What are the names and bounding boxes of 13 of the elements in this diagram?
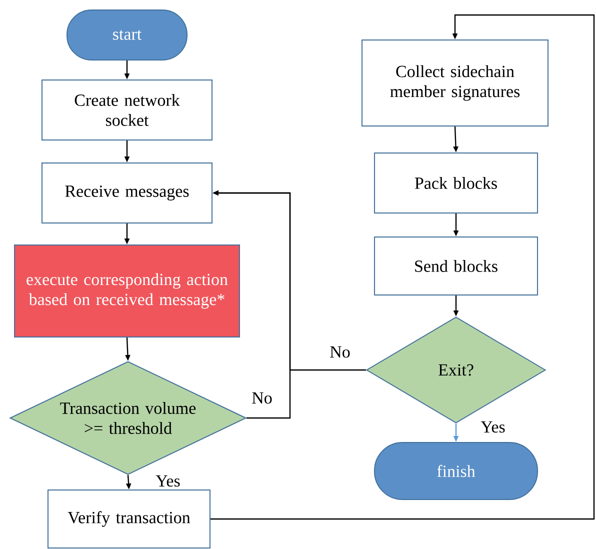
arrow [210, 14, 595, 520]
process-box: Verify transaction [48, 490, 210, 548]
process-box: Collect sidechain member signatures [362, 40, 548, 126]
process-box: Pack blocks [374, 152, 538, 214]
process-box: execute corresponding action based on received message* [14, 244, 240, 338]
process-box: Send blocks [374, 236, 538, 296]
edge-label: Yes [154, 474, 182, 488]
end-terminal: finish [374, 442, 538, 500]
start-terminal: start [66, 10, 188, 60]
process-box: Create network socket [42, 80, 212, 140]
process-box: Receive messages [42, 162, 212, 224]
edge-label: No [250, 391, 274, 405]
edge-label: No [328, 345, 352, 359]
